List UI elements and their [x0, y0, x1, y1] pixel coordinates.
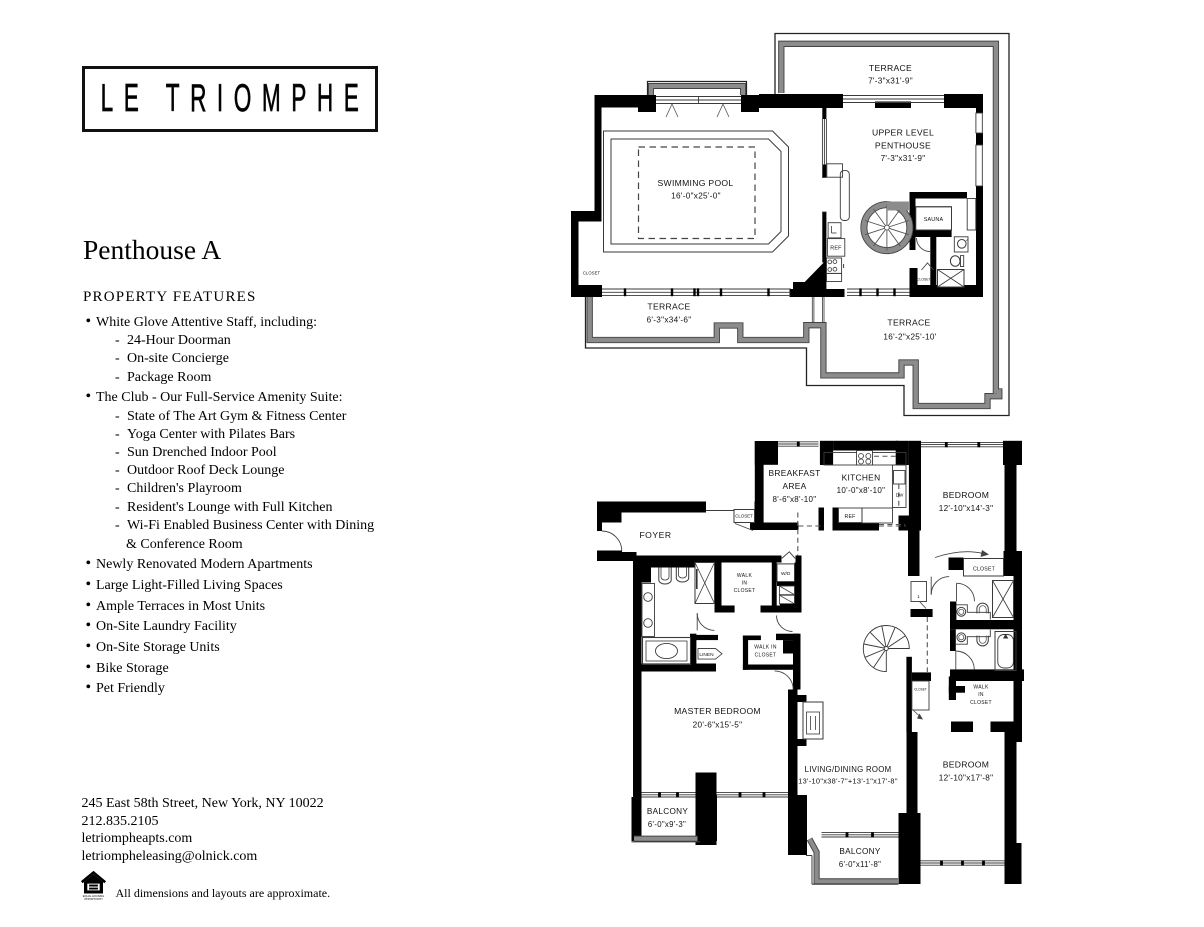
svg-text:7'-3"x31'-9": 7'-3"x31'-9": [881, 154, 926, 163]
svg-text:16'-2"x25'-10': 16'-2"x25'-10': [883, 333, 936, 342]
svg-text:BALCONY: BALCONY: [839, 847, 880, 856]
svg-text:EQUAL HOUSING: EQUAL HOUSING: [83, 894, 105, 898]
svg-text:KITCHEN: KITCHEN: [842, 472, 881, 482]
svg-text:LIVING/DINING ROOM: LIVING/DINING ROOM: [805, 765, 892, 774]
svg-text:PENTHOUSE: PENTHOUSE: [875, 141, 931, 151]
svg-text:12'-10"x17'-8": 12'-10"x17'-8": [939, 774, 994, 783]
svg-text:OPPORTUNITY: OPPORTUNITY: [84, 897, 103, 901]
svg-text:13'-10"x38'-7"+13'-1"x17'-8": 13'-10"x38'-7"+13'-1"x17'-8": [798, 777, 898, 786]
svg-text:CLOSET: CLOSET: [973, 566, 996, 572]
svg-text:CLOSET: CLOSET: [755, 652, 777, 658]
svg-text:BEDROOM: BEDROOM: [943, 490, 990, 500]
svg-text:CLOSET: CLOSET: [734, 588, 756, 594]
svg-text:6'-0"x9'-3": 6'-0"x9'-3": [648, 820, 686, 829]
svg-text:BALCONY: BALCONY: [647, 807, 688, 816]
svg-text:FOYER: FOYER: [639, 530, 671, 540]
svg-text:SWIMMING POOL: SWIMMING POOL: [658, 178, 734, 188]
svg-text:CLOSET: CLOSET: [970, 700, 992, 706]
svg-text:REF: REF: [830, 246, 842, 252]
svg-text:IN: IN: [978, 692, 984, 698]
svg-text:20'-6"x15'-5": 20'-6"x15'-5": [693, 720, 743, 729]
svg-text:16'-0"x25'-0": 16'-0"x25'-0": [671, 192, 721, 201]
svg-text:7'-3"x31'-9": 7'-3"x31'-9": [868, 77, 913, 86]
svg-text:CLOSET: CLOSET: [917, 278, 931, 282]
svg-text:BREAKFAST: BREAKFAST: [768, 468, 820, 478]
svg-text:12'-10"x14'-3": 12'-10"x14'-3": [939, 504, 994, 513]
svg-text:BEDROOM: BEDROOM: [943, 759, 990, 769]
svg-text:SAUNA: SAUNA: [924, 217, 944, 223]
svg-text:WALK IN: WALK IN: [754, 645, 777, 651]
svg-text:CLOSET: CLOSET: [583, 271, 601, 276]
svg-text:6'-0"x11'-8": 6'-0"x11'-8": [839, 860, 881, 869]
svg-text:MASTER BEDROOM: MASTER BEDROOM: [674, 706, 761, 716]
svg-text:WALK: WALK: [737, 573, 753, 579]
svg-text:WALK: WALK: [973, 685, 989, 691]
svg-text:10'-0"x8'-10": 10'-0"x8'-10": [837, 486, 886, 495]
svg-text:TERRACE: TERRACE: [647, 302, 690, 312]
svg-text:TERRACE: TERRACE: [869, 63, 912, 73]
svg-text:W/D: W/D: [781, 571, 791, 577]
svg-text:LINEN: LINEN: [699, 652, 714, 658]
svg-text:TERRACE: TERRACE: [887, 318, 930, 328]
svg-text:1: 1: [917, 594, 920, 599]
svg-text:6'-3"x34'-6": 6'-3"x34'-6": [647, 316, 692, 325]
svg-text:CLOSET: CLOSET: [914, 688, 927, 692]
svg-text:UPPER LEVEL: UPPER LEVEL: [872, 128, 934, 138]
svg-text:CLOSET: CLOSET: [735, 514, 753, 519]
svg-text:REF: REF: [845, 514, 856, 520]
svg-text:IN: IN: [742, 580, 748, 586]
svg-text:8'-6"x8'-10": 8'-6"x8'-10": [773, 495, 817, 504]
svg-text:AREA: AREA: [782, 481, 806, 491]
svg-text:DW: DW: [896, 493, 904, 498]
